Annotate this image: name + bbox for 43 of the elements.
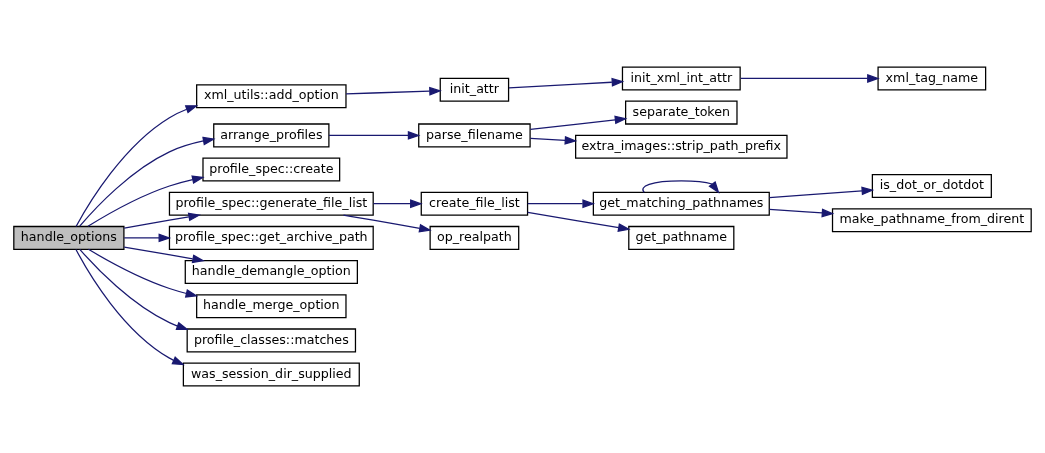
arrow (123, 246, 205, 264)
node-box: extra_images::strip_path_prefix (575, 134, 788, 159)
arrow (740, 74, 880, 83)
arrow (87, 248, 199, 298)
arrow (768, 186, 875, 199)
node-box: profile_classes::matches (186, 328, 357, 353)
node-box: op_realpath (429, 225, 520, 250)
node-box: init_xml_int_attr (621, 66, 741, 91)
arrow (529, 115, 628, 130)
node-box: profile_spec::get_archive_path (168, 225, 374, 250)
node-box: handle_options (13, 225, 125, 250)
node-box: was_session_dir_supplied (182, 362, 360, 387)
arrow (345, 86, 442, 96)
node-box: xml_tag_name (877, 66, 987, 91)
arrow (372, 199, 423, 209)
node-box: handle_demangle_option (184, 260, 358, 285)
node-box: handle_merge_option (196, 294, 347, 319)
arrow (79, 136, 216, 227)
node-box: profile_spec::generate_file_list (168, 191, 374, 216)
node-box: create_file_list (420, 191, 529, 216)
node-box: profile_spec::create (202, 157, 341, 182)
node-box: arrange_profiles (213, 123, 330, 148)
arrow (508, 77, 625, 89)
node-box: parse_filename (418, 123, 531, 148)
arrow (123, 212, 202, 229)
arrow (123, 233, 172, 243)
arrow (328, 130, 421, 140)
node-box: separate_token (625, 100, 738, 125)
arrow (75, 105, 199, 228)
node-box: make_pathname_from_dirent (831, 208, 1032, 233)
arrow (527, 199, 596, 209)
arrow (75, 248, 185, 366)
arrow (527, 211, 631, 232)
node-box: get_pathname (628, 225, 735, 250)
arrow (768, 208, 835, 218)
arrow (87, 175, 205, 227)
node-box: xml_utils::add_option (196, 84, 347, 109)
arrow (529, 135, 578, 145)
arrow (79, 248, 189, 331)
node-box: get_matching_pathnames (592, 191, 770, 216)
arrow (642, 180, 720, 194)
node-box: is_dot_or_dotdot (871, 174, 992, 199)
node-box: init_attr (439, 77, 510, 102)
